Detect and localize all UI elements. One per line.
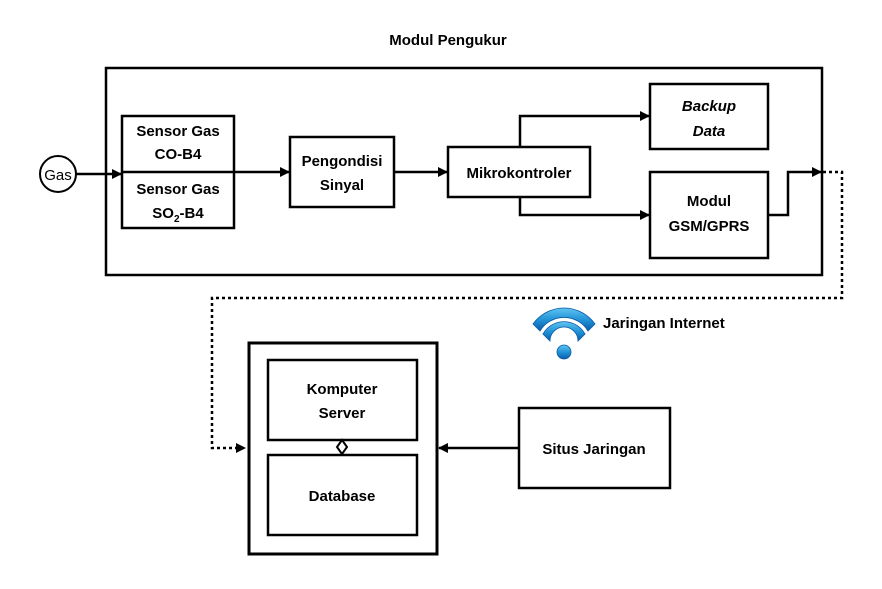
- website-block: [517, 406, 672, 490]
- network-label: Jaringan Internet: [603, 315, 725, 332]
- module-title: Modul Pengukur: [389, 32, 507, 49]
- backup-line1: Backup: [682, 98, 736, 115]
- mcu-to-backup-arrow: [518, 111, 650, 147]
- sensor-co-line2: CO-B4: [155, 146, 202, 163]
- computer-server-block: [266, 358, 419, 442]
- signal-conditioner-block: [288, 135, 396, 209]
- gsm-module-block: [648, 170, 770, 260]
- backup-line2: Data: [693, 123, 726, 140]
- microcontroller-label: Mikrokontroler: [466, 165, 571, 182]
- signal-conditioner-line2: Sinyal: [320, 177, 364, 194]
- sensor-so2-line1: Sensor Gas: [136, 181, 219, 198]
- sensor-so2-formula: SO: [152, 205, 174, 222]
- wifi-icon: [532, 307, 596, 360]
- server-line2: Server: [319, 405, 366, 422]
- server-line1: Komputer: [307, 381, 378, 398]
- backup-data-block: [648, 82, 770, 151]
- mcu-to-gsm-arrow: [518, 197, 650, 220]
- sensor-so2-line2: SO2-B4: [152, 205, 204, 225]
- network-link-arrowhead: [236, 443, 246, 453]
- sensor-so2-subscript: 2: [174, 214, 180, 225]
- database-block: [266, 453, 419, 537]
- signal-conditioner-line1: Pengondisi: [302, 153, 383, 170]
- website-label: Situs Jaringan: [542, 441, 645, 458]
- sensor-so2-suffix: -B4: [180, 205, 205, 222]
- gsm-line1: Modul: [687, 193, 731, 210]
- gsm-to-network-arrow: [768, 167, 822, 217]
- sensor-co-line1: Sensor Gas: [136, 123, 219, 140]
- gsm-line2: GSM/GPRS: [669, 218, 750, 235]
- database-label: Database: [309, 488, 376, 505]
- gas-input-label: Gas: [44, 167, 72, 184]
